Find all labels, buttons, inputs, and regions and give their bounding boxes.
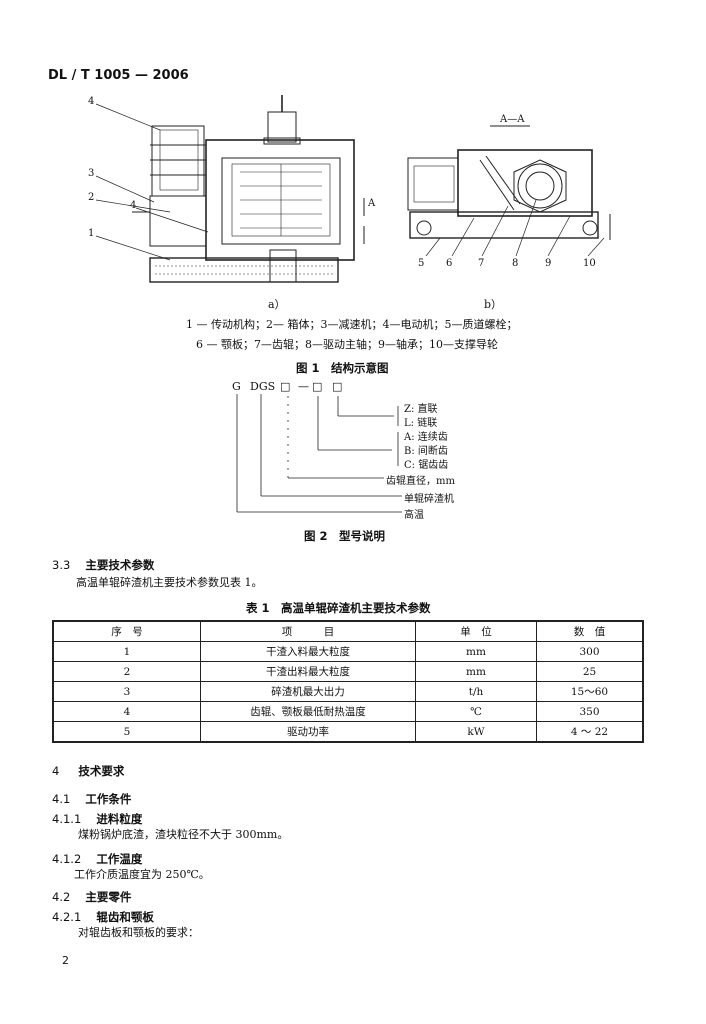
- section-title: 主要零件: [85, 890, 132, 904]
- callout-b-7: 7: [478, 258, 485, 269]
- cell-unit: kW: [415, 721, 537, 743]
- label-high-temp: 高温: [404, 510, 424, 521]
- option-a: A: 连续齿: [404, 432, 448, 443]
- code-dgs: DGS: [250, 380, 276, 393]
- section-number: 4.1.1: [52, 812, 82, 826]
- label-single-roller: 单辊碎渣机: [404, 494, 454, 505]
- cell-value: 350: [536, 701, 644, 722]
- code-box1: □: [280, 380, 291, 393]
- code-box3: □: [332, 380, 343, 393]
- section-4-2-heading: 4.2 主要零件: [52, 886, 131, 905]
- table-row: 5 驱动功率 kW 4 ～ 22: [52, 721, 644, 743]
- option-z: Z: 直联: [404, 404, 438, 415]
- cell-index: 4: [52, 701, 201, 722]
- col-header-value: 数 值: [536, 620, 644, 642]
- section-4-heading: 4 技术要求: [52, 760, 124, 779]
- subfigure-a-label: a）: [268, 298, 286, 311]
- table-row: 1 干渣入料最大粒度 mm 300: [52, 641, 644, 662]
- callout-b-10: 10: [583, 258, 596, 269]
- table-row: 2 干渣出料最大粒度 mm 25: [52, 661, 644, 682]
- callout-b-9: 9: [545, 258, 552, 269]
- cut-label: A: [368, 198, 376, 209]
- callout-b-5: 5: [418, 258, 425, 269]
- section-number: 3.3: [52, 558, 71, 572]
- section-4-1-heading: 4.1 工作条件: [52, 788, 131, 807]
- col-header-item: 项 目: [200, 620, 416, 642]
- cell-index: 2: [52, 661, 201, 682]
- callout-a-2: 2: [88, 192, 95, 203]
- cell-index: 5: [52, 721, 201, 743]
- figure1-legend-line1: 1 — 传动机构；2— 箱体；3—减速机；4—电动机；5—质道螺栓；: [186, 318, 518, 331]
- callout-a-1: 1: [88, 228, 95, 239]
- callout-a-4b: 4: [130, 200, 137, 211]
- code-g: G: [232, 380, 241, 393]
- section-label: A—A: [500, 114, 525, 125]
- section-title: 进料粒度: [96, 812, 143, 826]
- section-4-1-1-heading: 4.1.1 进料粒度: [52, 808, 142, 827]
- spec-table: 序 号 项 目 单 位 数 值 1 干渣入料最大粒度 mm 300 2 干渣出料…: [52, 620, 644, 743]
- table-header-row: 序 号 项 目 单 位 数 值: [52, 620, 644, 642]
- cell-item: 干渣入料最大粒度: [200, 641, 416, 662]
- table-row: 3 碎渣机最大出力 t/h 15～60: [52, 681, 644, 702]
- section-title: 工作条件: [85, 792, 132, 806]
- callout-a-3: 3: [88, 168, 95, 179]
- cell-value: 300: [536, 641, 644, 662]
- callout-a-4: 4: [88, 96, 95, 107]
- cell-unit: mm: [415, 641, 537, 662]
- standard-code: DL / T 1005 — 2006: [48, 68, 189, 83]
- code-box2: □: [312, 380, 323, 393]
- section-title: 辊齿和颚板: [96, 910, 154, 924]
- section-4-2-1-heading: 4.2.1 辊齿和颚板: [52, 906, 154, 925]
- section-number: 4.2.1: [52, 910, 82, 924]
- section-title: 主要技术参数: [85, 558, 155, 572]
- figure1-title: 图 1 结构示意图: [296, 361, 389, 375]
- page-number: 2: [62, 954, 69, 967]
- cell-value: 15～60: [536, 681, 644, 702]
- table-row: 4 齿辊、颚板最低耐热温度 ℃ 350: [52, 701, 644, 722]
- callout-b-6: 6: [446, 258, 453, 269]
- option-c: C: 锯齿齿: [404, 460, 449, 471]
- section-3-3-heading: 3.3 主要技术参数: [52, 554, 154, 573]
- figure1-legend-line2: 6 — 颚板；7—齿辊；8—驱动主轴；9—轴承；10—支撑导轮: [196, 338, 498, 351]
- section-4-1-2-heading: 4.1.2 工作温度: [52, 848, 142, 867]
- section-4-1-2-body: 工作介质温度宜为 250℃。: [74, 868, 210, 881]
- cell-index: 1: [52, 641, 201, 662]
- code-dash: —: [298, 380, 309, 393]
- section-number: 4.1.2: [52, 852, 82, 866]
- cell-value: 4 ～ 22: [536, 721, 644, 743]
- section-4-2-1-body: 对辊齿板和颚板的要求：: [78, 926, 199, 939]
- option-b: B: 间断齿: [404, 446, 448, 457]
- section-title: 技术要求: [78, 764, 125, 778]
- section-3-3-body: 高温单辊碎渣机主要技术参数见表 1。: [76, 576, 263, 589]
- cell-item: 驱动功率: [200, 721, 416, 743]
- col-header-unit: 单 位: [415, 620, 537, 642]
- cell-value: 25: [536, 661, 644, 682]
- cell-unit: t/h: [415, 681, 537, 702]
- figure1-drawing: [95, 95, 611, 283]
- option-l: L: 链联: [404, 418, 438, 429]
- callout-b-8: 8: [512, 258, 519, 269]
- col-header-index: 序 号: [52, 620, 201, 642]
- figure2-title: 图 2 型号说明: [304, 529, 386, 543]
- cell-item: 齿辊、颚板最低耐热温度: [200, 701, 416, 722]
- cell-item: 干渣出料最大粒度: [200, 661, 416, 682]
- subfigure-b-label: b）: [484, 298, 503, 311]
- cell-item: 碎渣机最大出力: [200, 681, 416, 702]
- section-number: 4: [52, 764, 60, 778]
- table1-title: 表 1 高温单辊碎渣机主要技术参数: [246, 601, 431, 615]
- section-number: 4.1: [52, 792, 71, 806]
- section-4-1-1-body: 煤粉锅炉底渣，渣块粒径不大于 300mm。: [78, 828, 289, 841]
- section-number: 4.2: [52, 890, 71, 904]
- label-diameter: 齿辊直径，mm: [386, 476, 455, 487]
- figure2-diagram: [236, 394, 402, 513]
- cell-index: 3: [52, 681, 201, 702]
- cell-unit: mm: [415, 661, 537, 682]
- cell-unit: ℃: [415, 701, 537, 722]
- section-title: 工作温度: [96, 852, 143, 866]
